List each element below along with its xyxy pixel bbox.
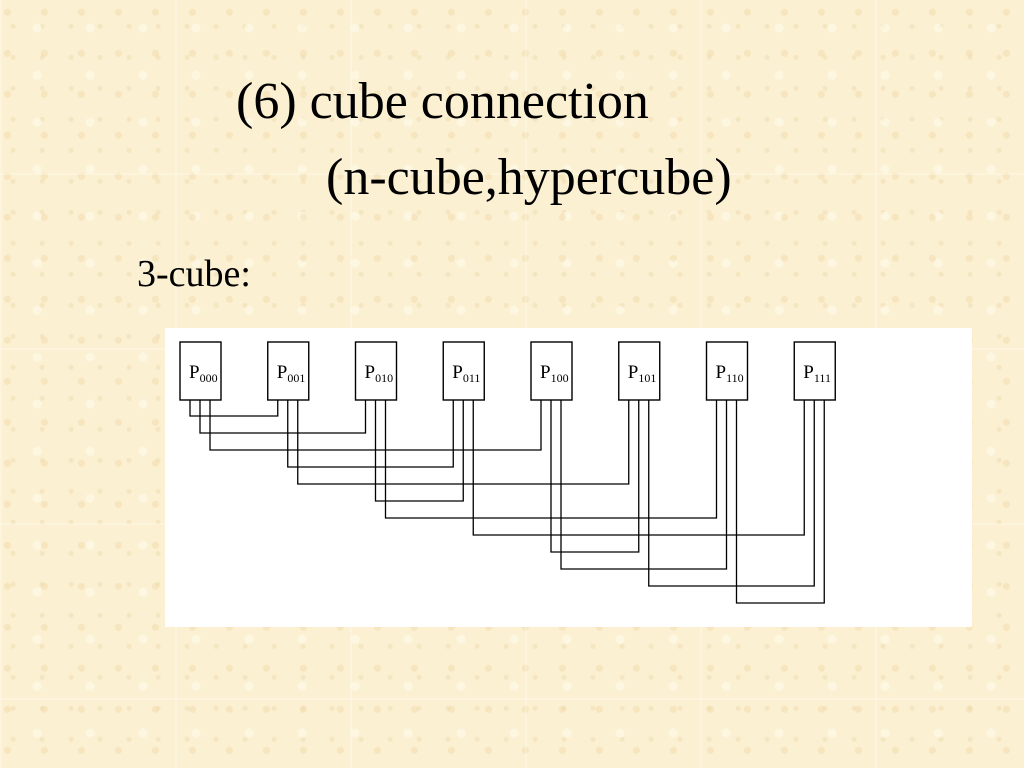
link-110-111 bbox=[735, 400, 825, 604]
processor-label: P110 bbox=[716, 362, 744, 385]
processor-node-010: P010 bbox=[354, 341, 398, 401]
processor-box bbox=[530, 341, 573, 401]
diagram-label: 3-cube: bbox=[137, 253, 251, 295]
processor-node-101: P101 bbox=[618, 341, 661, 401]
processor-subscript: 110 bbox=[726, 371, 744, 385]
processor-box bbox=[179, 341, 222, 401]
link-000-010 bbox=[199, 400, 367, 434]
processor-box bbox=[705, 341, 749, 401]
hypercube-diagram: P000 P001 P010 P011 P100 P101 P110 P111 bbox=[179, 341, 836, 604]
processor-box bbox=[793, 341, 836, 401]
processor-node-110: P110 bbox=[705, 341, 749, 401]
processor-node-011: P011 bbox=[442, 341, 485, 401]
processor-subscript: 100 bbox=[551, 371, 569, 385]
processor-subscript: 010 bbox=[375, 371, 393, 385]
link-101-111 bbox=[648, 400, 815, 587]
processor-box bbox=[354, 341, 398, 401]
link-000-001 bbox=[189, 400, 279, 417]
processor-subscript: 101 bbox=[638, 371, 656, 385]
processor-subscript: 111 bbox=[814, 371, 831, 385]
link-001-011 bbox=[287, 400, 454, 468]
node-group: P000 P001 P010 P011 P100 P101 P110 P111 bbox=[179, 341, 836, 401]
processor-subscript: 011 bbox=[463, 371, 481, 385]
link-010-011 bbox=[374, 400, 464, 502]
link-group bbox=[189, 400, 825, 604]
link-100-110 bbox=[560, 400, 728, 570]
processor-node-100: P100 bbox=[530, 341, 573, 401]
link-100-101 bbox=[550, 400, 640, 553]
processor-box bbox=[618, 341, 661, 401]
slide-title-line-2: (n-cube,hypercube) bbox=[326, 149, 732, 206]
processor-box bbox=[442, 341, 485, 401]
processor-node-001: P001 bbox=[267, 341, 310, 401]
processor-subscript: 001 bbox=[287, 371, 305, 385]
processor-subscript: 000 bbox=[200, 371, 218, 385]
processor-node-111: P111 bbox=[793, 341, 836, 401]
processor-node-000: P000 bbox=[179, 341, 222, 401]
processor-box bbox=[267, 341, 310, 401]
hypercube-diagram-panel: P000 P001 P010 P011 P100 P101 P110 P111 bbox=[165, 328, 972, 627]
slide-title-line-1: (6) cube connection bbox=[236, 73, 649, 130]
